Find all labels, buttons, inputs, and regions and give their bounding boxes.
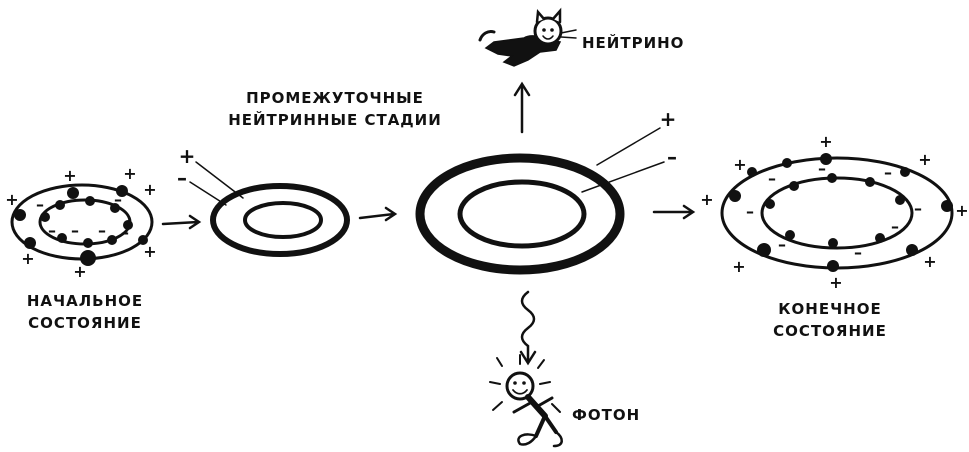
plus-sign: + xyxy=(918,150,931,169)
minus-sign: – xyxy=(667,145,677,169)
running-smiley-icon xyxy=(490,355,562,446)
minus-sign: – xyxy=(114,190,122,209)
running-cat-icon xyxy=(480,11,576,66)
minus-sign: – xyxy=(891,217,899,236)
final-state-label-line1: КОНЕЧНОЕ xyxy=(740,298,920,320)
plus-sign: + xyxy=(73,262,86,281)
intermediate-stages-label: ПРОМЕЖУТОЧНЫЕ НЕЙТРИННЫЕ СТАДИИ xyxy=(210,87,460,131)
minus-sign: – xyxy=(98,221,106,240)
minus-sign: – xyxy=(818,159,826,178)
minus-sign: – xyxy=(177,166,187,190)
minus-sign: – xyxy=(76,190,84,209)
intermediate-plus-lead xyxy=(196,162,243,198)
minus-sign: – xyxy=(36,195,44,214)
minus-sign: – xyxy=(71,221,79,240)
plus-sign: + xyxy=(143,180,156,199)
minus-sign: – xyxy=(884,163,892,182)
neutrino-label: НЕЙТРИНО xyxy=(582,32,684,54)
minus-sign: – xyxy=(854,243,862,262)
arrow-to-neutrino xyxy=(515,84,529,132)
plus-sign: + xyxy=(733,155,746,174)
plus-sign: + xyxy=(700,190,713,209)
particle xyxy=(55,200,65,210)
particle xyxy=(785,230,795,240)
plus-sign: + xyxy=(179,144,196,168)
intermediate-stages-label-line1: ПРОМЕЖУТОЧНЫЕ xyxy=(210,87,460,109)
particle xyxy=(24,237,36,249)
final-state-label: КОНЕЧНОЕ СОСТОЯНИЕ xyxy=(740,298,920,342)
final-state-label-line2: СОСТОЯНИЕ xyxy=(740,320,920,342)
particle xyxy=(827,173,837,183)
plus-sign: + xyxy=(923,252,936,271)
particle xyxy=(895,195,905,205)
minus-sign: – xyxy=(778,235,786,254)
plus-sign: + xyxy=(123,164,136,183)
intermediate-outer-ring xyxy=(213,186,347,254)
plus-sign: + xyxy=(829,273,842,292)
particle xyxy=(747,167,757,177)
large-plus-lead xyxy=(597,128,660,165)
large-outer-ring xyxy=(420,158,620,270)
plus-sign: + xyxy=(143,242,156,261)
plus-sign: + xyxy=(732,257,745,276)
intermediate-rings xyxy=(190,162,347,254)
particle xyxy=(765,199,775,209)
particle xyxy=(906,244,918,256)
large-inner-ring xyxy=(460,182,584,246)
particle xyxy=(941,200,953,212)
intermediate-stages-label-line2: НЕЙТРИННЫЕ СТАДИИ xyxy=(210,109,460,131)
intermediate-minus-lead xyxy=(190,182,226,205)
particle xyxy=(865,177,875,187)
minus-sign: – xyxy=(746,202,754,221)
intermediate-inner-ring xyxy=(245,203,321,237)
particle xyxy=(107,235,117,245)
arrow-initial-to-intermediate xyxy=(163,216,199,228)
arrow-large-to-final xyxy=(654,206,693,218)
initial-state-label: НАЧАЛЬНОЕ СОСТОЯНИЕ xyxy=(0,290,170,334)
particle xyxy=(729,190,741,202)
particle xyxy=(782,158,792,168)
particle xyxy=(875,233,885,243)
particle xyxy=(827,260,839,272)
minus-sign: – xyxy=(121,223,129,242)
arrow-intermediate-to-large xyxy=(360,208,395,220)
minus-sign: – xyxy=(768,169,776,188)
particle xyxy=(789,181,799,191)
plus-sign: + xyxy=(955,201,968,220)
particle xyxy=(900,167,910,177)
photon-emission-arrow xyxy=(521,292,535,363)
particle xyxy=(14,209,26,221)
plus-sign: + xyxy=(660,107,677,131)
particle xyxy=(85,196,95,206)
minus-sign: – xyxy=(48,221,56,240)
particle xyxy=(757,243,771,257)
initial-state-label-line2: СОСТОЯНИЕ xyxy=(0,312,170,334)
plus-sign: + xyxy=(5,190,18,209)
particle xyxy=(828,238,838,248)
large-rings xyxy=(420,128,664,270)
initial-state-label-line1: НАЧАЛЬНОЕ xyxy=(0,290,170,312)
particle xyxy=(57,233,67,243)
photon-label: ФОТОН xyxy=(572,404,640,426)
plus-sign: + xyxy=(21,249,34,268)
minus-sign: – xyxy=(914,199,922,218)
plus-sign: + xyxy=(819,132,832,151)
plus-sign: + xyxy=(63,166,76,185)
particle xyxy=(83,238,93,248)
